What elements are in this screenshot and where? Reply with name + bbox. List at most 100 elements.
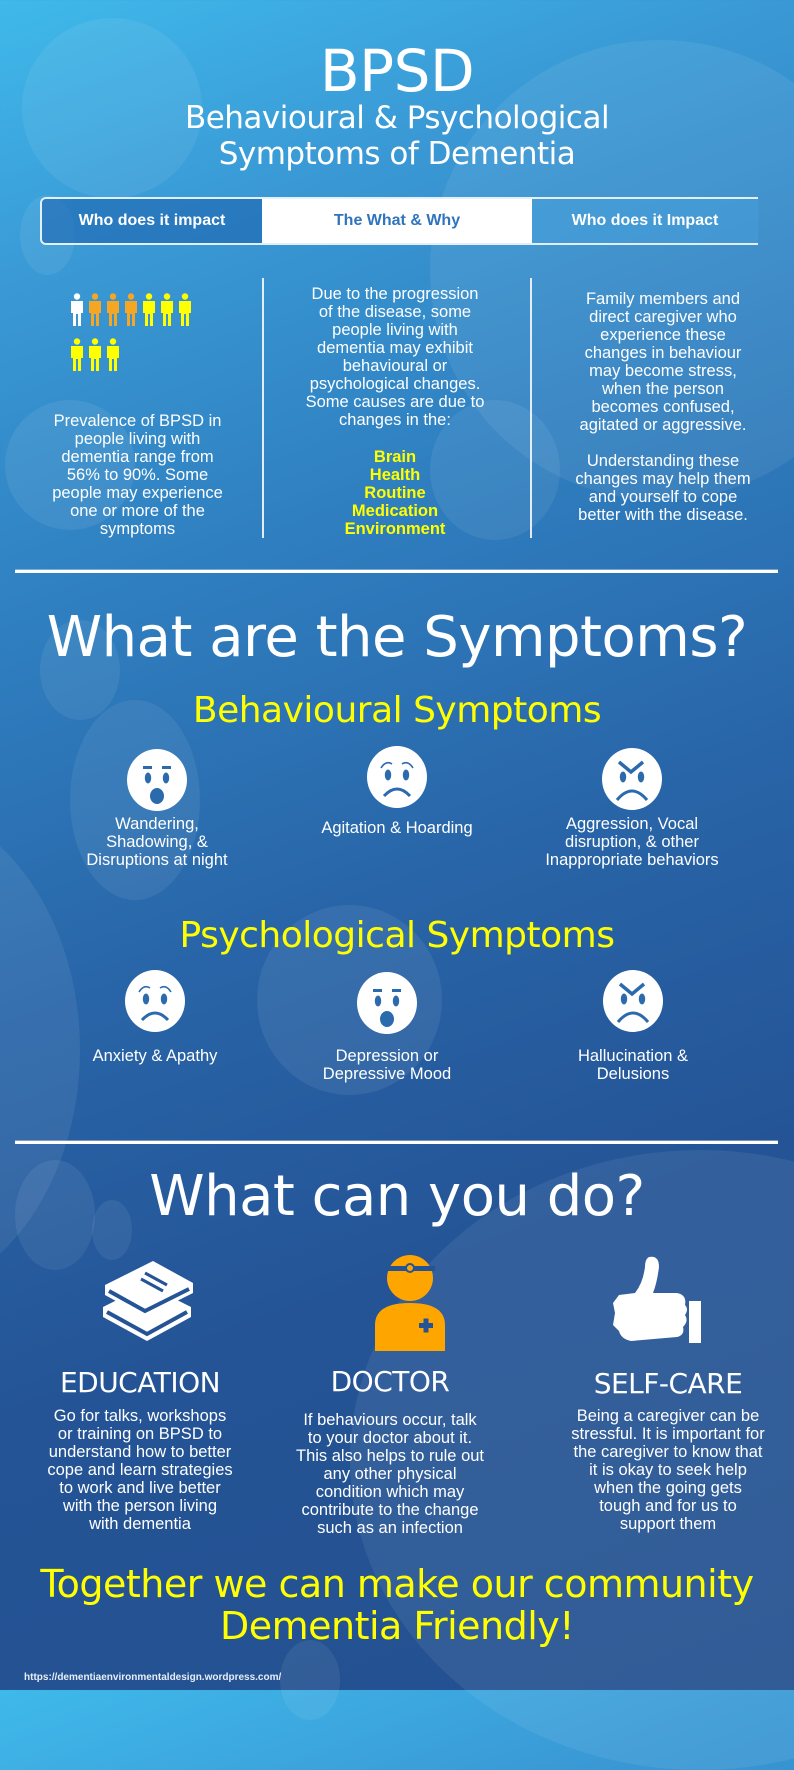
person-icon bbox=[89, 293, 101, 326]
shocked-face-icon bbox=[127, 749, 187, 811]
text-line: better with the disease. bbox=[578, 506, 748, 524]
text-line: dementia may exhibit bbox=[317, 339, 473, 357]
text-line: one or more of the bbox=[70, 502, 205, 520]
text-line: it is okay to seek help bbox=[589, 1461, 747, 1479]
closing-line2: Dementia Friendly! bbox=[219, 1604, 575, 1648]
text-line: Depressive Mood bbox=[322, 1065, 452, 1083]
text-line: people living with bbox=[332, 321, 458, 339]
text-line: Understanding these bbox=[586, 452, 740, 470]
text-line: Shadowing, & bbox=[106, 833, 208, 851]
text-line: Being a caregiver can be bbox=[576, 1407, 760, 1425]
text-line: Delusions bbox=[596, 1065, 670, 1083]
text-line: agitated or aggressive. bbox=[579, 416, 747, 434]
text-line: Family members and bbox=[585, 290, 741, 308]
text-line: If behaviours occur, talk bbox=[303, 1411, 477, 1429]
text-line: or training on BPSD to bbox=[57, 1425, 223, 1443]
text-line: direct caregiver who bbox=[589, 308, 737, 326]
action-title: EDUCATION bbox=[59, 1366, 221, 1399]
text-line: Prevalence of BPSD in bbox=[53, 412, 222, 430]
text-line: may become stress, bbox=[589, 362, 737, 380]
symptom-label: Anxiety & Apathy bbox=[40, 1047, 270, 1065]
text-line: psychological changes. bbox=[309, 375, 481, 393]
text-line: becomes confused, bbox=[591, 398, 735, 416]
tab-who-does-it-impact[interactable]: Who does it impact bbox=[42, 199, 262, 243]
text-line: experience these bbox=[600, 326, 726, 344]
text-line: tough and for us to bbox=[599, 1497, 737, 1515]
page-subtitle-line1: Behavioural & Psychological bbox=[184, 100, 610, 136]
text-line: Brain bbox=[373, 448, 417, 466]
text-line: such as an infection bbox=[317, 1519, 463, 1537]
text-line: Medication bbox=[351, 502, 439, 520]
text-line: symptoms bbox=[99, 520, 176, 538]
shocked-face-icon bbox=[357, 972, 417, 1034]
column-divider bbox=[530, 278, 532, 538]
text-line: people living with bbox=[74, 430, 201, 448]
text-line: Go for talks, workshops bbox=[53, 1407, 227, 1425]
person-icon bbox=[89, 338, 101, 371]
text-line: Health bbox=[369, 466, 421, 484]
behavioural-heading: Behavioural Symptoms bbox=[192, 690, 602, 731]
text-line: to work and live better bbox=[59, 1479, 221, 1497]
text-line: understand how to better bbox=[48, 1443, 232, 1461]
person-icon bbox=[179, 293, 191, 326]
action-title: DOCTOR bbox=[330, 1365, 450, 1398]
person-icon bbox=[71, 293, 83, 326]
text-line: Aggression, Vocal bbox=[565, 815, 699, 833]
text-line: when the person bbox=[601, 380, 724, 398]
text-line: people may experience bbox=[52, 484, 223, 502]
page-title: BPSD bbox=[319, 37, 475, 105]
person-icon bbox=[107, 338, 119, 371]
text-line: condition which may bbox=[315, 1483, 465, 1501]
section-divider bbox=[15, 1141, 778, 1144]
text-line: when the going gets bbox=[594, 1479, 742, 1497]
text-line: 56% to 90%. Some bbox=[66, 466, 209, 484]
text-line: cope and learn strategies bbox=[47, 1461, 233, 1479]
text-line: support them bbox=[619, 1515, 717, 1533]
text-line: Agitation & Hoarding bbox=[321, 819, 473, 837]
person-icon bbox=[125, 293, 137, 326]
section-divider bbox=[15, 570, 778, 573]
thumbs-up-icon bbox=[613, 1256, 701, 1343]
tab-the-what-and-why[interactable]: The What & Why bbox=[262, 199, 532, 243]
text-line: changes in the: bbox=[339, 411, 451, 429]
text-line: Wandering, bbox=[115, 815, 199, 833]
text-line: the caregiver to know that bbox=[573, 1443, 763, 1461]
tab-who-does-it-impact-2[interactable]: Who does it Impact bbox=[532, 199, 758, 243]
angry-face-icon bbox=[602, 748, 662, 810]
actions-heading: What can you do? bbox=[149, 1164, 645, 1229]
symptoms-heading: What are the Symptoms? bbox=[46, 605, 748, 670]
text-line: of the disease, some bbox=[318, 303, 472, 321]
text-line: Environment bbox=[344, 520, 446, 538]
page-subtitle-line2: Symptoms of Dementia bbox=[218, 136, 576, 172]
people-icon-group bbox=[70, 293, 200, 371]
person-icon bbox=[143, 293, 155, 326]
text-line: Depression or bbox=[335, 1047, 439, 1065]
person-icon bbox=[71, 338, 83, 371]
text-line: Hallucination & bbox=[577, 1047, 689, 1065]
text-line: Inappropriate behaviors bbox=[545, 851, 719, 869]
source-url[interactable]: https://dementiaenvironmentaldesign.word… bbox=[24, 1672, 282, 1683]
text-line: and yourself to cope bbox=[588, 488, 738, 506]
column-divider bbox=[262, 278, 264, 538]
books-icon bbox=[103, 1261, 193, 1341]
text-line: stressful. It is important for bbox=[571, 1425, 765, 1443]
symptom-label: Hallucination &Delusions bbox=[518, 1047, 748, 1083]
doctor-icon bbox=[375, 1255, 445, 1351]
text-line: Some causes are due to bbox=[305, 393, 485, 411]
text-line: to your doctor about it. bbox=[307, 1429, 473, 1447]
person-icon bbox=[161, 293, 173, 326]
text-line: with the person living bbox=[62, 1497, 218, 1515]
angry-face-icon bbox=[603, 970, 663, 1032]
person-icon bbox=[107, 293, 119, 326]
text-line: Due to the progression bbox=[311, 285, 479, 303]
